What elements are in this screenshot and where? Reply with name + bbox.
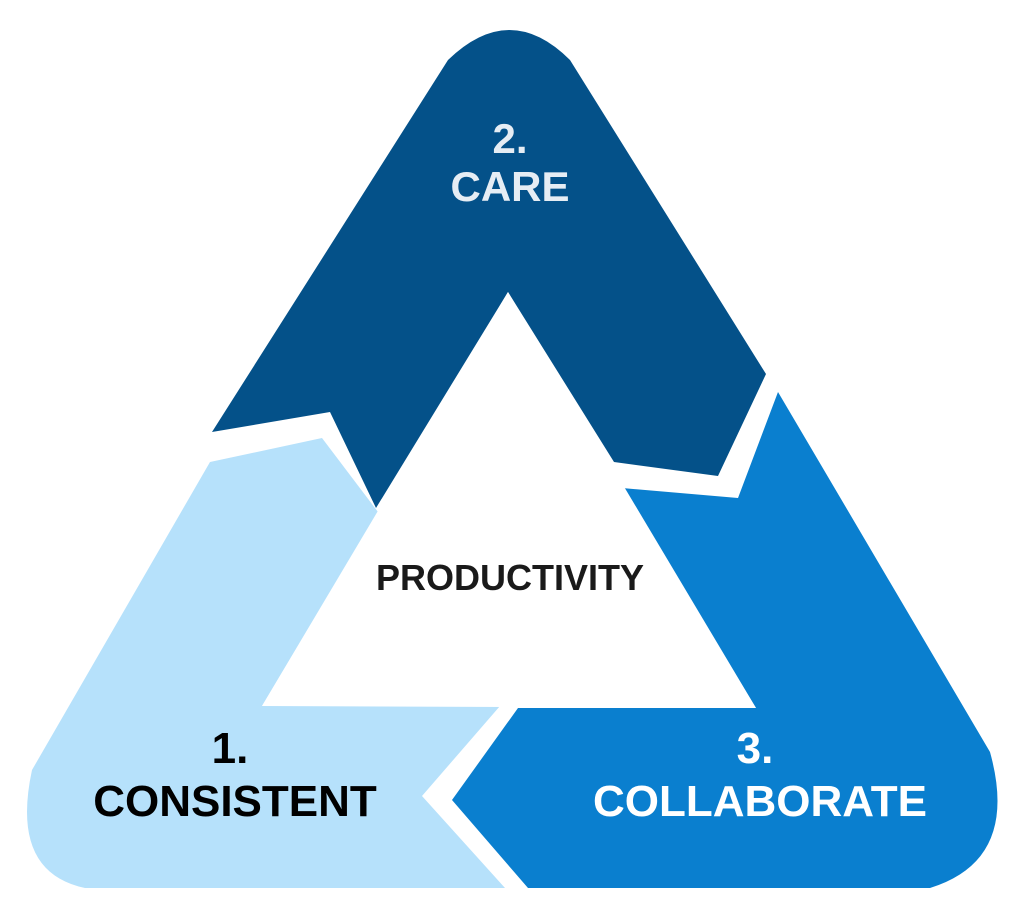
segment-care [212, 30, 766, 508]
collaborate-label: COLLABORATE [592, 777, 928, 826]
segment-collaborate [452, 392, 998, 888]
care-label: CARE [450, 163, 570, 210]
care-number: 2. [492, 115, 528, 162]
center-label: PRODUCTIVITY [375, 557, 644, 598]
segment-consistent [27, 438, 505, 888]
consistent-label: CONSISTENT [93, 777, 377, 826]
collaborate-number: 3. [736, 724, 774, 773]
center-triangle [262, 292, 756, 708]
consistent-number: 1. [211, 724, 249, 773]
